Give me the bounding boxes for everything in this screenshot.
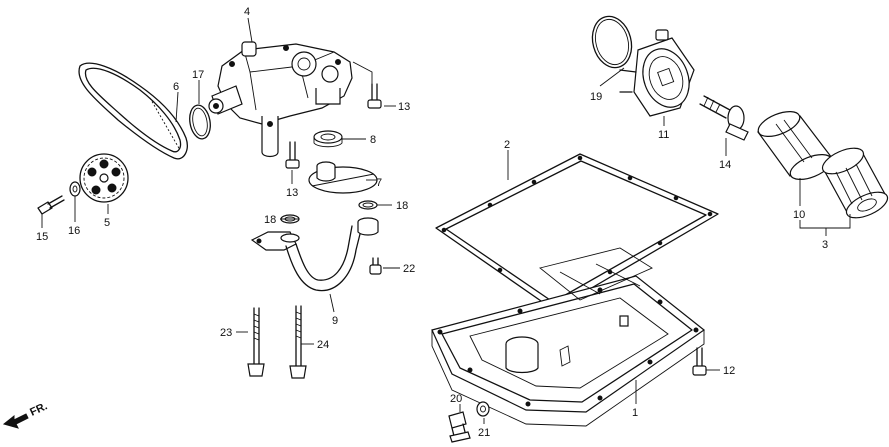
bolt-13-lower	[285, 141, 300, 169]
callout-21: 21	[478, 427, 490, 439]
oil-pump-body	[208, 41, 353, 158]
bolt-15	[37, 195, 65, 215]
callout-13-upper: 13	[398, 101, 410, 113]
callout-1: 1	[632, 407, 638, 419]
callout-20: 20	[450, 393, 462, 405]
stud-bolt-24	[289, 305, 307, 379]
stud-bolt-23	[247, 307, 265, 377]
callout-2: 2	[504, 139, 510, 151]
callout-16: 16	[68, 225, 80, 237]
oil-filter-3	[821, 147, 889, 219]
bolt-12	[692, 347, 707, 376]
callout-11: 11	[658, 129, 669, 141]
callout-18-left: 18	[264, 214, 276, 226]
timing-belt	[78, 62, 188, 160]
washer-16	[69, 181, 81, 197]
oil-pan-1	[431, 247, 706, 427]
callout-5: 5	[104, 217, 110, 229]
callout-labels: 4 6 17 5 16 15 13 8 13 7 18 18 22 9 23 2…	[36, 6, 828, 439]
callout-10: 10	[793, 209, 805, 221]
oil-pump-sprocket	[79, 153, 129, 203]
front-direction-label: FR.	[28, 400, 49, 418]
callout-6: 6	[173, 81, 179, 93]
callout-7: 7	[376, 177, 382, 189]
oil-filter-10	[757, 110, 833, 181]
front-direction-arrow: FR.	[2, 400, 49, 429]
callout-22: 22	[403, 263, 415, 275]
callout-9: 9	[332, 315, 338, 327]
callout-23: 23	[220, 327, 232, 339]
callout-19: 19	[590, 91, 602, 103]
leader-lines	[41, 17, 851, 424]
oil-cooler-11	[619, 29, 695, 117]
baffle-plate-7	[308, 161, 378, 194]
callout-14: 14	[719, 159, 731, 171]
callout-17: 17	[192, 69, 204, 81]
bolt-22	[369, 257, 382, 275]
callout-24: 24	[317, 339, 329, 351]
callout-4: 4	[244, 6, 250, 18]
o-ring-18-right	[358, 200, 378, 210]
oil-pan-gasket-2	[435, 153, 719, 311]
callout-13-lower: 13	[286, 187, 298, 199]
callout-3: 3	[822, 239, 828, 251]
callout-12: 12	[723, 365, 735, 377]
drain-bolt-20	[448, 411, 471, 443]
oil-strainer-pipe-9	[250, 217, 379, 292]
bolt-13-upper	[367, 83, 382, 109]
callout-15: 15	[36, 231, 48, 243]
oil-cooler-bolt-14	[699, 95, 749, 141]
o-ring-17	[189, 104, 211, 140]
washer-21	[476, 401, 490, 417]
callout-8: 8	[370, 134, 376, 146]
oil-seal-8	[313, 130, 343, 148]
o-ring-19	[591, 15, 633, 69]
callout-18-right: 18	[396, 200, 408, 212]
